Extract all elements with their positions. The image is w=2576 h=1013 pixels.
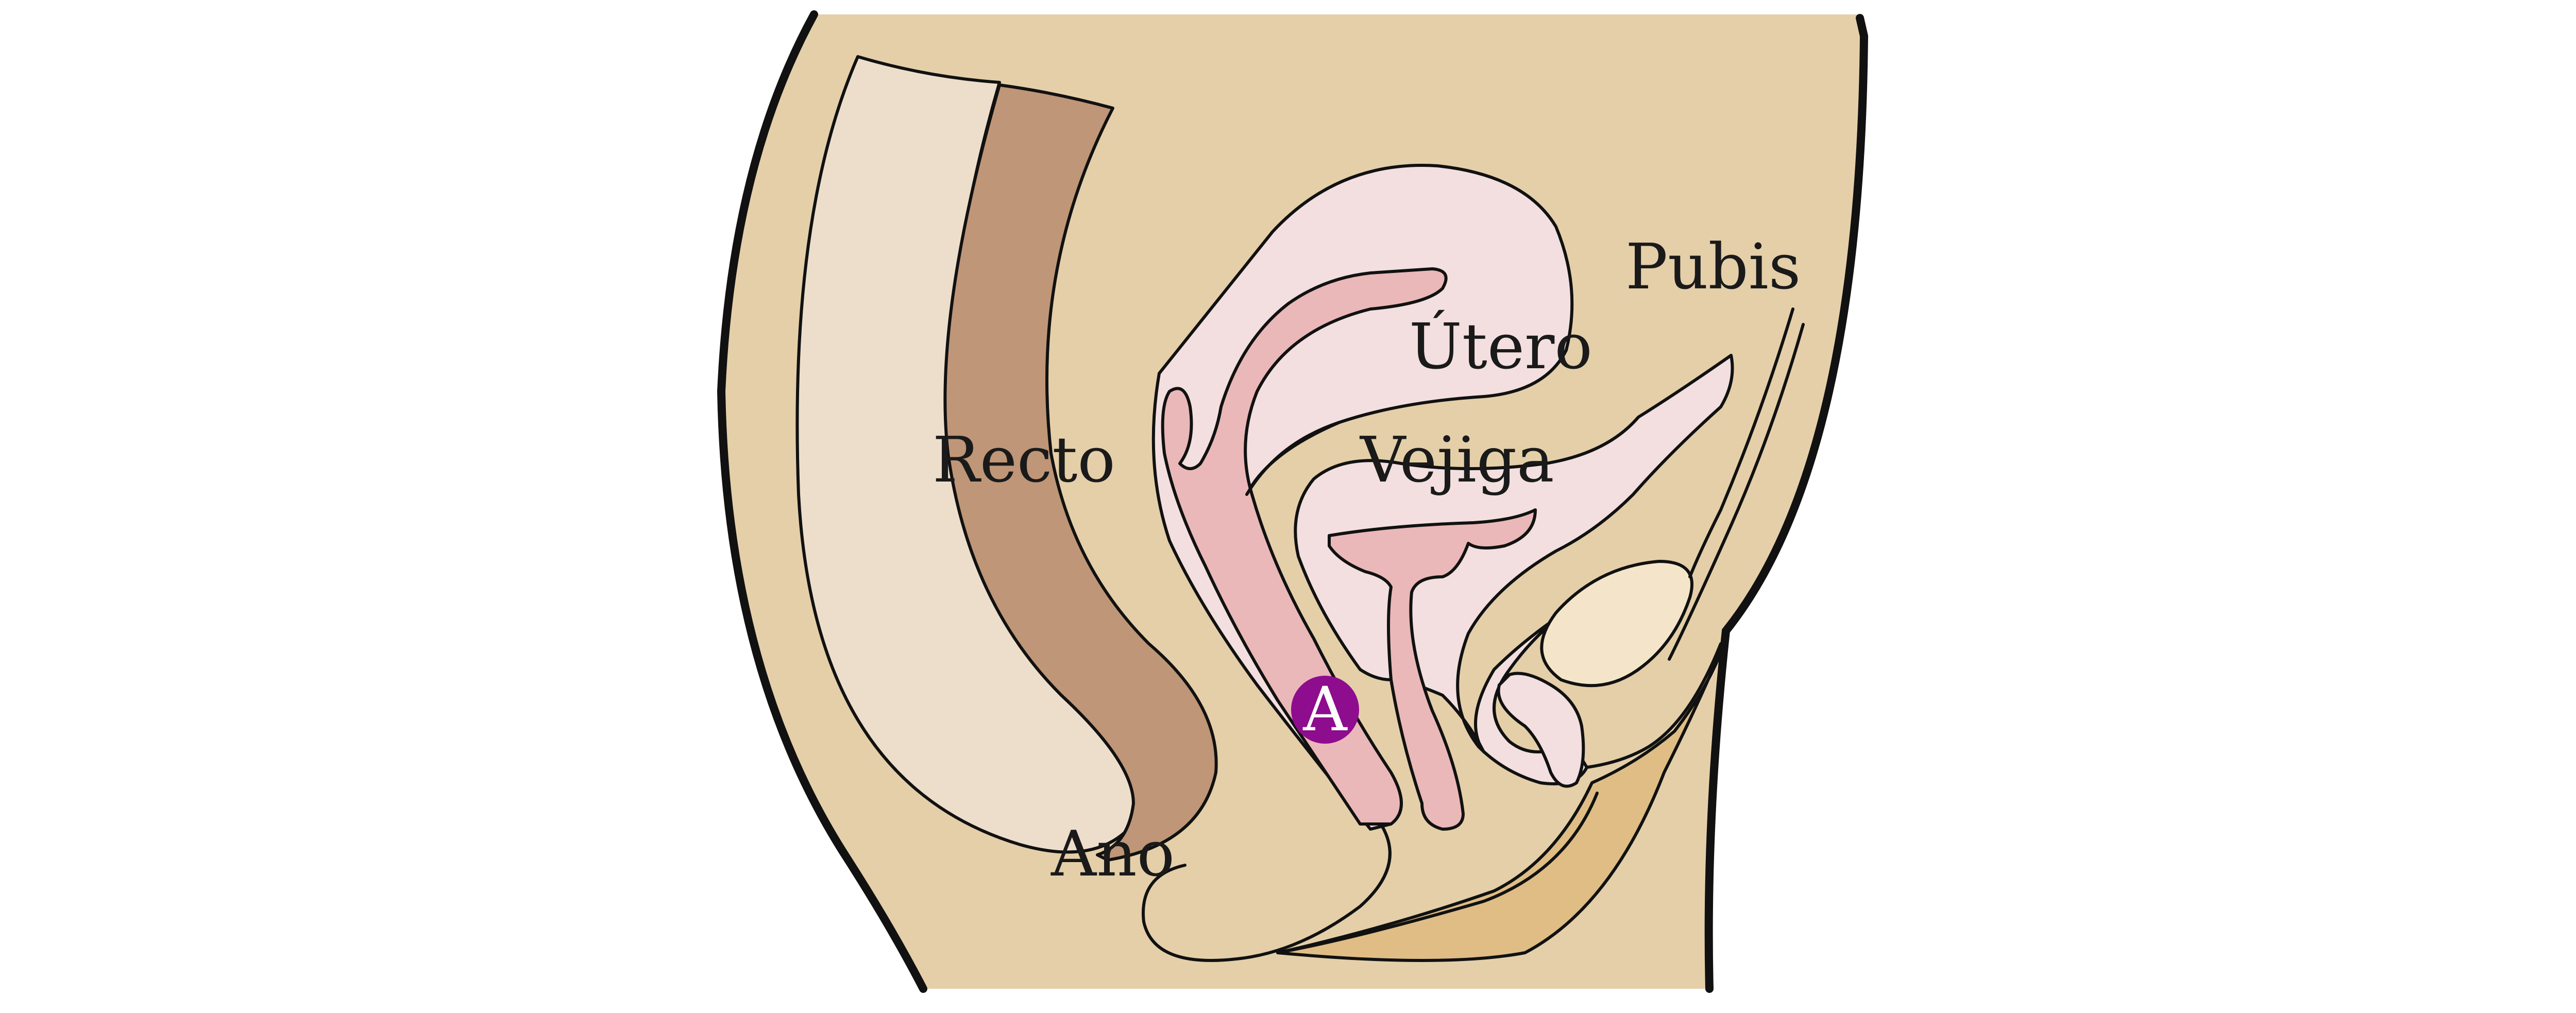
marker-a: A (1291, 674, 1359, 745)
label-uterus: Útero (1409, 310, 1592, 383)
marker-a-letter: A (1302, 674, 1348, 745)
rectum-wall (943, 83, 1218, 862)
abdomen-outline (1704, 14, 1869, 993)
uterine-cavity (1161, 267, 1448, 826)
label-rectum: Recto (933, 423, 1115, 496)
back-outline (717, 10, 927, 993)
marker-a-circle (1291, 676, 1359, 744)
pubis-ligament-3 (1585, 642, 1722, 769)
pubis-ligament-1 (1688, 307, 1794, 578)
clitoris (1497, 672, 1585, 788)
perineum-contour (1142, 822, 1392, 962)
bladder-wall-line (1245, 421, 1341, 496)
labia-contour (1276, 792, 1599, 954)
bladder-lumen-urethra (1328, 508, 1537, 831)
label-pubis: Pubis (1625, 230, 1801, 303)
label-bladder: Vejiga (1359, 423, 1554, 496)
pelvic-floor-muscle (1276, 637, 1727, 962)
pubis-ligament-2 (1668, 323, 1805, 661)
pubic-bone (1540, 560, 1693, 688)
label-anus: Ano (1050, 817, 1175, 890)
